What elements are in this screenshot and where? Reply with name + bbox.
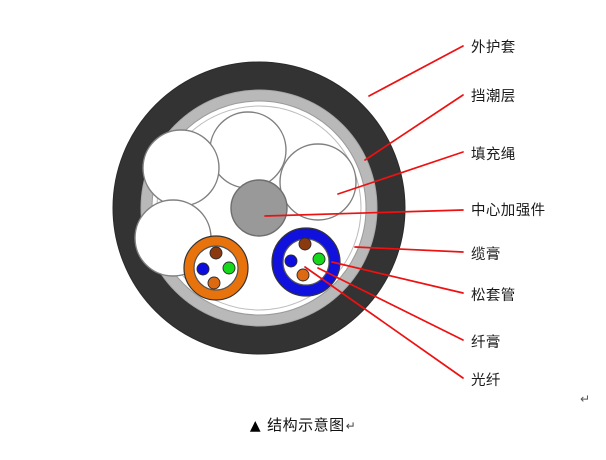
- leader-line-central-strength-member: [264, 209, 464, 217]
- leader-line-filler-rope: [337, 151, 464, 195]
- label-outer-jacket: 外护套: [471, 40, 516, 56]
- figure-caption: ▲ 结构示意图↵: [0, 414, 606, 435]
- label-cable-filling-compound: 缆膏: [471, 247, 501, 263]
- loose-tube-orange-fiber-compound: [193, 245, 239, 291]
- leader-line-optical-fiber: [304, 266, 464, 379]
- leader-lines-group: [264, 45, 464, 379]
- cable-group: [112, 61, 406, 355]
- fiber-brown: [298, 237, 312, 251]
- leader-line-cable-filling-compound: [354, 246, 464, 253]
- leader-line-loose-tube: [331, 261, 464, 294]
- fiber-orange: [296, 268, 310, 282]
- leader-line-fiber-filling-compound: [317, 267, 464, 341]
- fiber-blue: [284, 254, 298, 268]
- fiber-green: [222, 261, 236, 275]
- label-loose-tube: 松套管: [471, 288, 516, 304]
- label-filler-rope: 填充绳: [471, 147, 516, 163]
- label-moisture-barrier: 挡潮层: [471, 89, 516, 105]
- caption-return-mark: ↵: [345, 419, 357, 433]
- filler-rope-upper-left: [142, 129, 220, 207]
- filler-rope-right: [279, 143, 357, 221]
- caption-text: 结构示意图: [267, 416, 345, 434]
- fiber-green: [312, 252, 326, 266]
- caption-triangle-icon: ▲: [249, 418, 262, 434]
- fiber-blue: [196, 262, 210, 276]
- leader-line-outer-jacket: [368, 45, 464, 97]
- loose-tube-blue: [271, 227, 341, 297]
- central-strength-member: [230, 179, 288, 237]
- leader-line-moisture-barrier: [364, 94, 464, 161]
- loose-tube-orange: [183, 235, 249, 301]
- paragraph-return-mark: ↵: [579, 392, 590, 406]
- fiber-orange: [207, 276, 221, 290]
- label-fiber-filling-compound: 纤膏: [471, 335, 501, 351]
- label-optical-fiber: 光纤: [471, 373, 501, 389]
- fiber-brown: [209, 246, 223, 260]
- filler-rope-top: [209, 111, 287, 189]
- label-central-strength-member: 中心加强件: [471, 203, 546, 219]
